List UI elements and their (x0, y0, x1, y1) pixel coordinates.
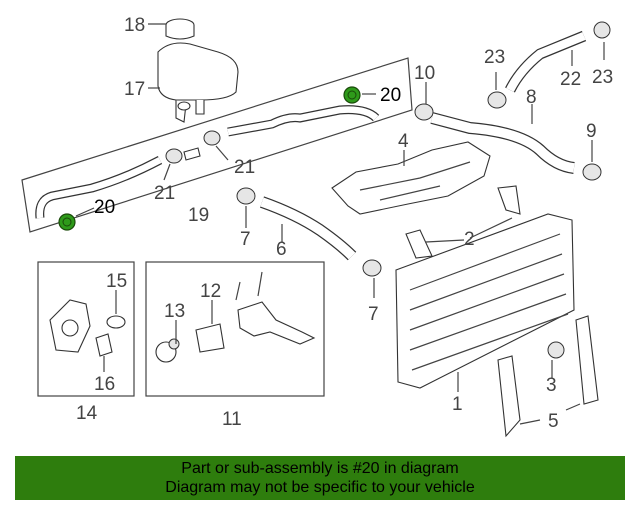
label-16: 16 (94, 374, 115, 395)
baffle-5[interactable] (497, 315, 599, 438)
label-9: 9 (586, 121, 597, 142)
clamp-7-lower[interactable] (362, 259, 382, 277)
label-15: 15 (106, 271, 127, 292)
box-11 (145, 261, 325, 397)
label-20-upper: 20 (380, 85, 401, 106)
label-7-upper: 7 (240, 229, 251, 250)
label-13: 13 (164, 301, 185, 322)
bypass-hose[interactable] (505, 30, 587, 93)
coolant-reservoir[interactable] (157, 18, 239, 123)
label-21-left: 21 (154, 183, 175, 204)
inlet-hose[interactable] (430, 112, 575, 174)
lower-hose[interactable] (260, 196, 357, 261)
clamp-23-right[interactable] (593, 21, 611, 39)
label-6: 6 (276, 239, 287, 260)
outlet-hose[interactable] (35, 105, 380, 219)
banner-line-2: Diagram may not be specific to your vehi… (165, 479, 475, 496)
label-14: 14 (76, 403, 98, 424)
label-1: 1 (452, 394, 463, 415)
label-17: 17 (124, 79, 145, 100)
label-23-left: 23 (484, 47, 505, 68)
insulator-3[interactable] (547, 341, 565, 359)
leader-lines (75, 23, 605, 425)
box-14 (37, 261, 135, 397)
label-19: 19 (188, 205, 209, 226)
label-12: 12 (200, 281, 221, 302)
gasket-16[interactable] (95, 333, 113, 357)
clamp-10[interactable] (414, 103, 434, 121)
parts-diagram: 18 17 20 20 21 21 19 23 23 22 10 8 9 4 6… (21, 15, 613, 438)
clamp-20-upper[interactable] (343, 86, 361, 104)
bracket-2[interactable] (405, 185, 521, 259)
seal-15[interactable] (106, 315, 126, 329)
label-3: 3 (546, 375, 557, 396)
label-22: 22 (560, 69, 581, 90)
clamp-9[interactable] (582, 163, 602, 181)
clamp-23-left[interactable] (487, 91, 507, 109)
banner-line-1: Part or sub-assembly is #20 in diagram (181, 460, 459, 477)
clamp-21-left[interactable] (165, 147, 201, 164)
air-baffle[interactable] (331, 141, 491, 215)
label-10: 10 (414, 63, 435, 84)
label-5: 5 (548, 411, 559, 432)
label-2: 2 (464, 229, 475, 250)
label-7-lower: 7 (368, 304, 379, 325)
label-8: 8 (526, 87, 537, 108)
info-banner: Part or sub-assembly is #20 in diagram D… (15, 456, 625, 500)
clamp-21-right[interactable] (203, 130, 221, 146)
label-23-right: 23 (592, 67, 613, 88)
clamp-7-upper[interactable] (236, 187, 256, 205)
label-20-lower: 20 (94, 197, 115, 218)
gasket-12[interactable] (195, 323, 225, 353)
water-outlet[interactable] (49, 299, 91, 353)
label-4: 4 (398, 131, 409, 152)
water-pump-housing[interactable] (235, 271, 316, 345)
clamp-20-lower[interactable] (58, 213, 76, 231)
label-11: 11 (222, 409, 242, 430)
label-21-right: 21 (234, 157, 255, 178)
hose-assembly-outline (21, 57, 413, 233)
radiator[interactable] (395, 213, 575, 389)
label-18: 18 (124, 15, 145, 36)
